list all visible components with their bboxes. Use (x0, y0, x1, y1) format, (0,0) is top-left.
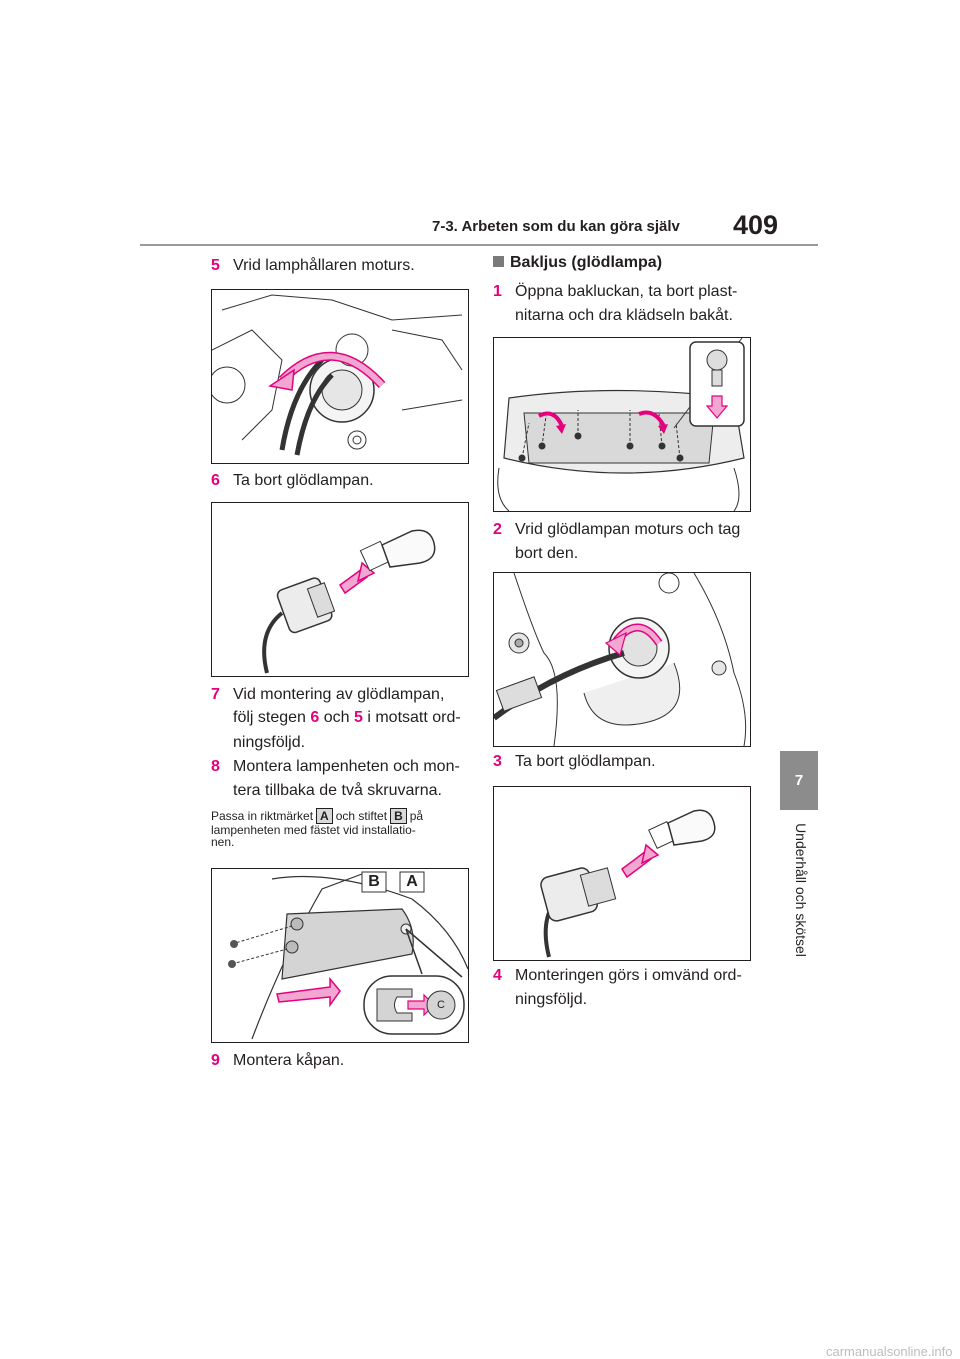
figure-rotate-bulb (493, 572, 751, 747)
step-5: 5 Vrid lamphållaren moturs. (211, 254, 471, 278)
step-text: Ta bort glödlampan. (515, 753, 656, 770)
step-number: 8 (211, 758, 220, 775)
step-number: 9 (211, 1052, 220, 1069)
step-text-line: Monteringen görs i omvänd ord- (515, 967, 742, 984)
figure-remove-bulb (211, 502, 469, 677)
step-number: 7 (211, 686, 220, 703)
section-heading-text: Bakljus (glödlampa) (510, 254, 663, 271)
step-7: 7 Vid montering av glödlampan, följ steg… (211, 683, 471, 755)
step-text-line: tera tillbaka de två skruvarna. (233, 782, 442, 799)
figure-tailgate (493, 337, 751, 512)
step-text-line: Vrid glödlampan moturs och tag (515, 521, 741, 538)
label-a: A (406, 873, 418, 890)
step-text-line: Öppna bakluckan, ta bort plast- (515, 283, 738, 300)
step-number: 4 (493, 967, 502, 984)
step-text-line: ningsföljd. (233, 734, 306, 751)
step-9: 9 Montera kåpan. (211, 1049, 471, 1073)
section-heading: Bakljus (glödlampa) (493, 254, 662, 272)
chapter-tab: 7 (780, 751, 818, 810)
note-text: lampenheten med fästet vid installatio- (211, 823, 416, 837)
step-number: 2 (493, 521, 502, 538)
figure-rotate-holder (211, 289, 469, 464)
step-ref-5: 5 (353, 709, 363, 726)
step-text-line: Vid montering av glödlampan, (233, 686, 445, 703)
right-step-1: 1 Öppna bakluckan, ta bort plast- nitarn… (493, 280, 763, 328)
right-step-3: 3 Ta bort glödlampan. (493, 750, 763, 774)
chapter-label-text: Underhåll och skötsel (793, 823, 809, 957)
step-text: Vrid lamphållaren moturs. (233, 257, 415, 274)
section-title: 7-3. Arbeten som du kan göra själv (432, 218, 680, 235)
mark-b-label: B (390, 808, 407, 824)
step-number: 6 (211, 472, 220, 489)
step-8: 8 Montera lampenheten och mon- tera till… (211, 755, 471, 803)
step-text-line: nitarna och dra klädseln bakåt. (515, 307, 733, 324)
step-number: 5 (211, 257, 220, 274)
step-text-part: och (319, 709, 354, 726)
step-number: 1 (493, 283, 502, 300)
page-number: 409 (733, 210, 779, 240)
step-text: Montera kåpan. (233, 1052, 345, 1069)
step-text-line: ningsföljd. (515, 991, 588, 1008)
figure-lamp-unit: B A C (211, 868, 469, 1043)
right-step-2: 2 Vrid glödlampan moturs och tag bort de… (493, 518, 763, 566)
heading-square-icon (493, 256, 504, 267)
step-6: 6 Ta bort glödlampan. (211, 469, 471, 493)
note-text: nen. (211, 835, 235, 849)
step-number: 3 (493, 753, 502, 770)
label-c: C (437, 999, 445, 1011)
note-text: och stiftet (335, 809, 388, 823)
note-text: Passa in riktmärket (211, 809, 314, 823)
step-text-part: följ stegen (233, 709, 311, 726)
step-text: Ta bort glödlampan. (233, 472, 374, 489)
step-text-part: i motsatt ord- (362, 709, 461, 726)
right-step-4: 4 Monteringen görs i omvänd ord- ningsfö… (493, 964, 763, 1012)
step-text-line: Montera lampenheten och mon- (233, 758, 460, 775)
note-text: på (409, 809, 424, 823)
chapter-label: Underhåll och skötsel (790, 820, 812, 960)
watermark: carmanualsonline.info (826, 1344, 953, 1359)
label-b: B (368, 873, 380, 890)
header-rule (140, 244, 818, 246)
step-text-line: bort den. (515, 545, 579, 562)
chapter-number: 7 (794, 772, 804, 789)
figure-remove-rear-bulb (493, 786, 751, 961)
step-ref-6: 6 (310, 709, 320, 726)
mark-a-label: A (316, 808, 333, 824)
